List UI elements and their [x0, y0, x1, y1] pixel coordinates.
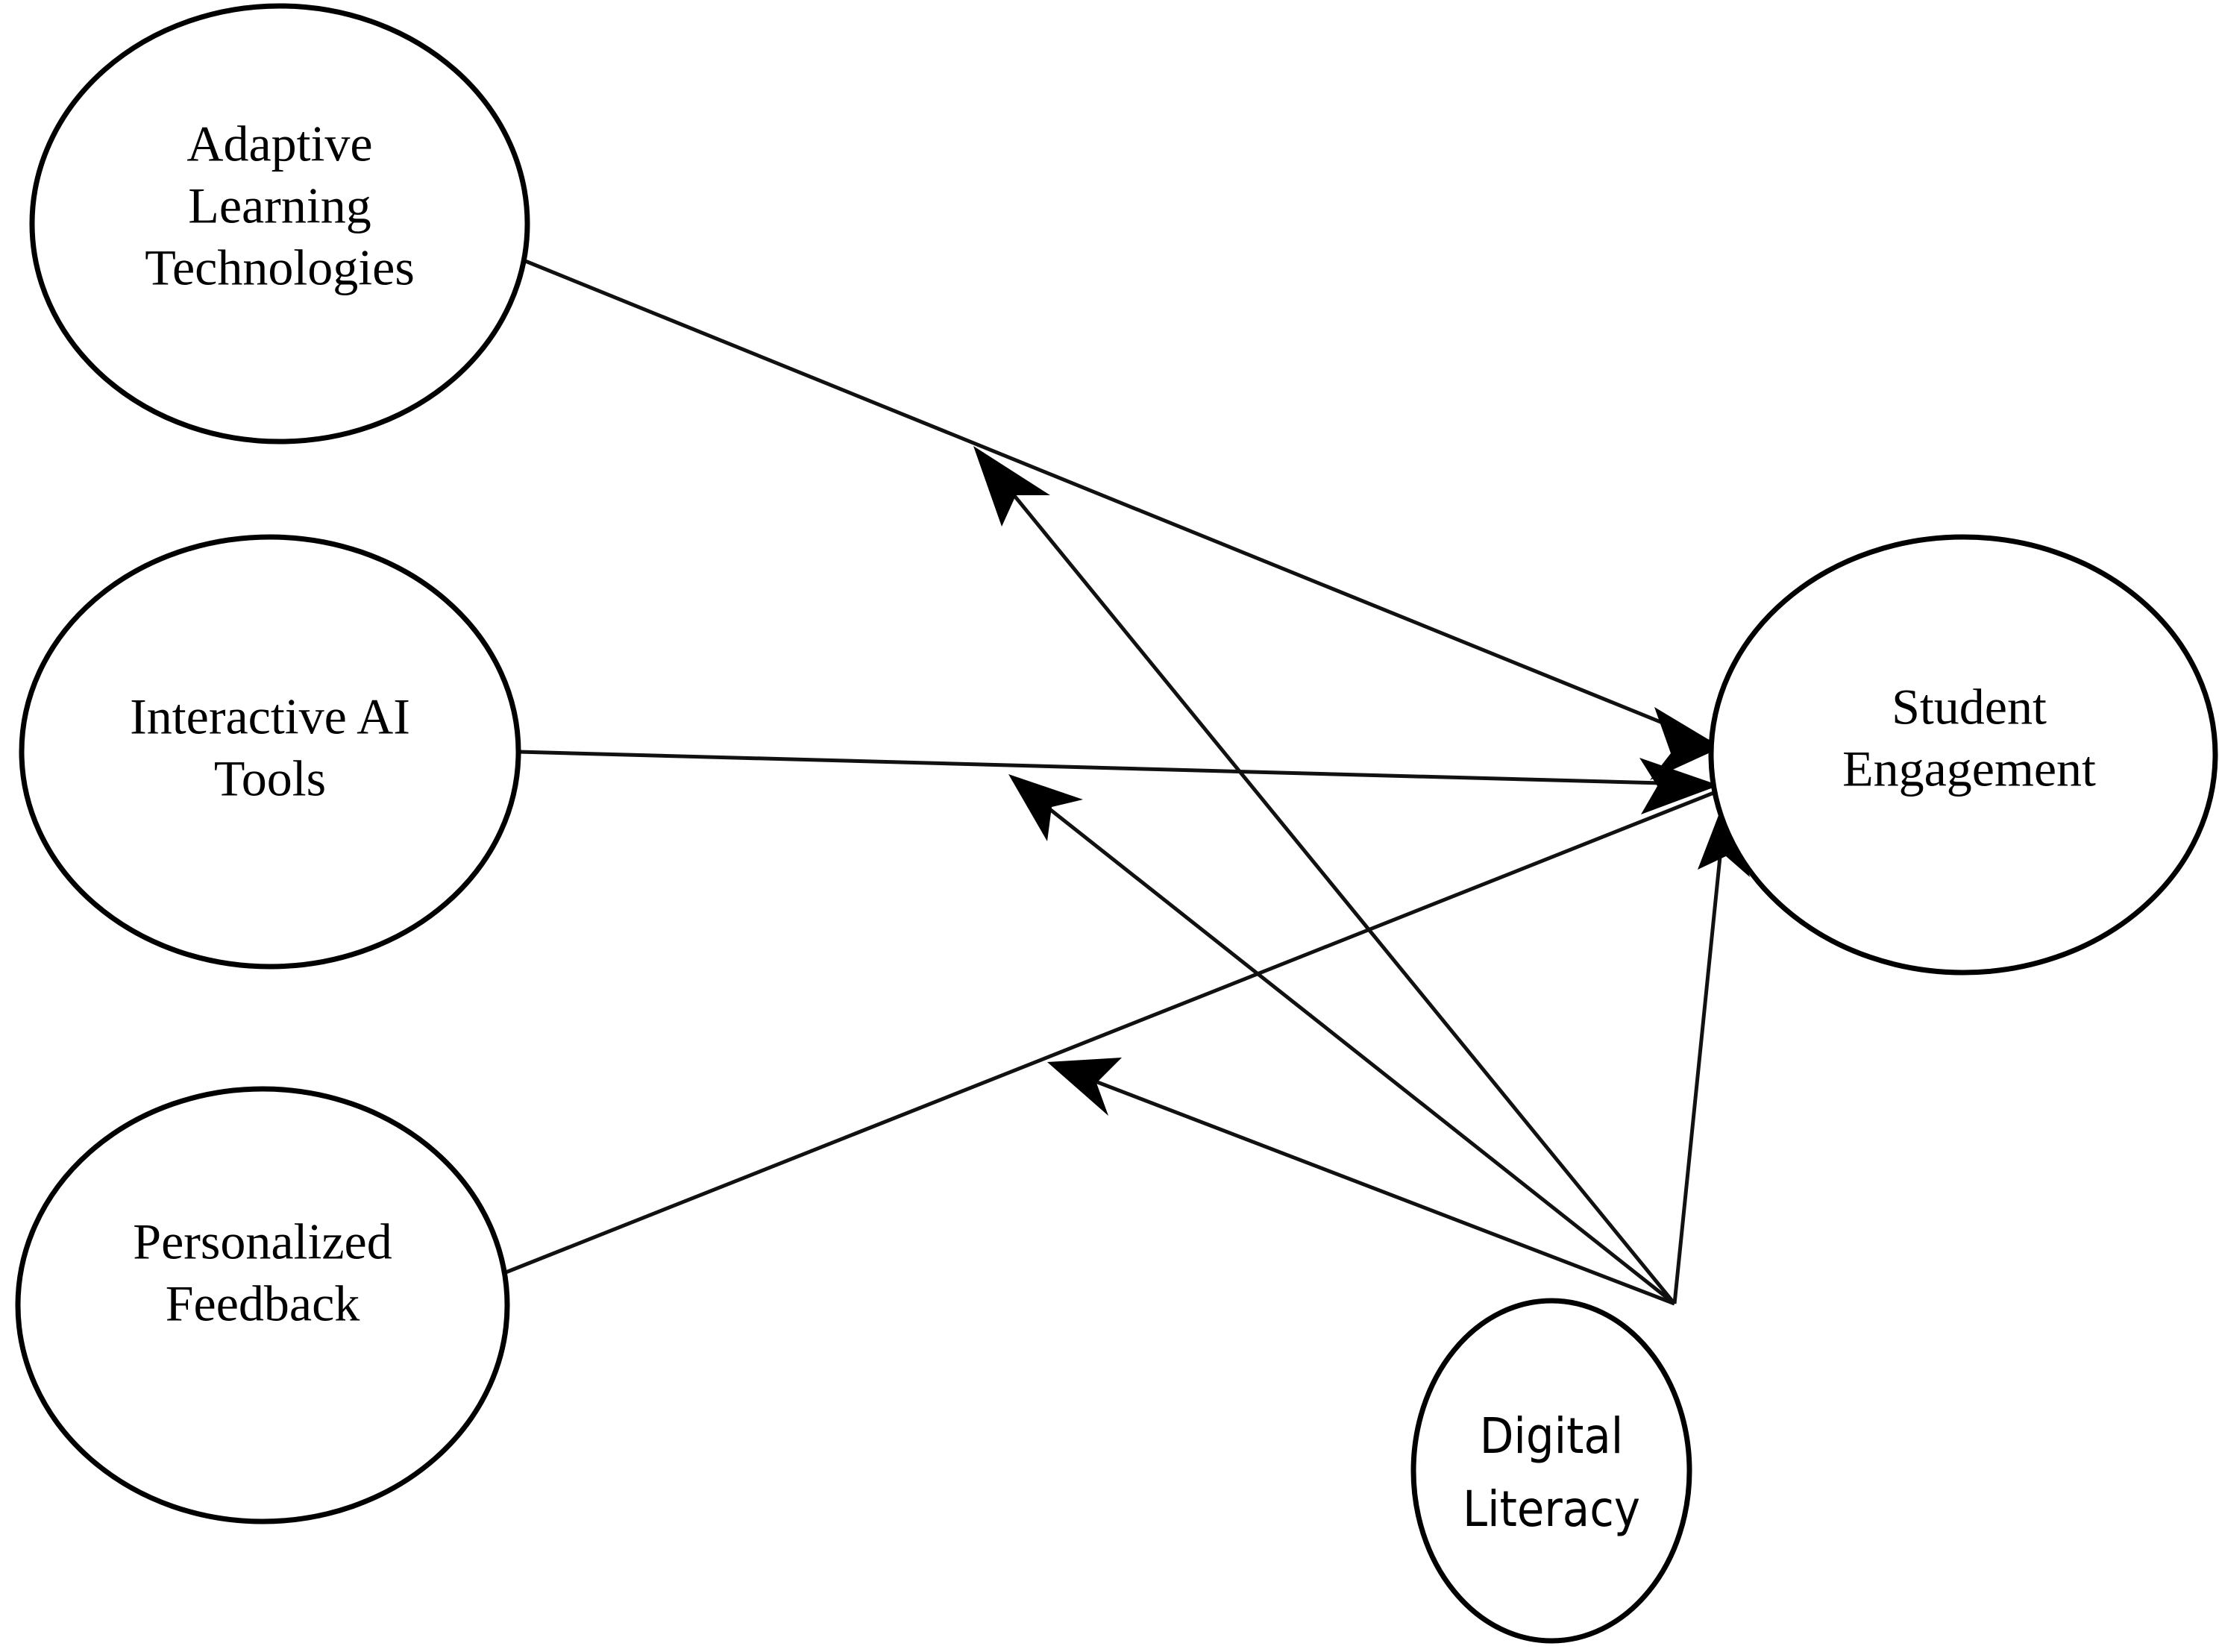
node-label-line-2: Tools	[214, 750, 326, 807]
edge-digital-literacy-to-personalized-feedback[interactable]	[1047, 1058, 1675, 1306]
node-shape	[19, 534, 521, 970]
node-label-line-3: Technologies	[145, 239, 415, 296]
edges-layer	[505, 255, 1750, 1306]
edge-digital-literacy-to-student-engagement[interactable]	[1672, 792, 1750, 1304]
edge-line	[991, 467, 1676, 1305]
edge-line	[1672, 812, 1727, 1304]
edge-digital-literacy-to-interactive-ai-tools[interactable]	[1008, 774, 1676, 1305]
node-personalized-feedback[interactable]: Personalized Feedback	[15, 1086, 510, 1524]
node-label-line-2: Engagement	[1842, 741, 2096, 797]
edge-adaptive-learning-to-student-engagement[interactable]	[515, 255, 1721, 780]
edge-line	[518, 750, 1716, 787]
arrow-head-icon	[973, 446, 1050, 527]
node-shape	[29, 3, 530, 445]
node-digital-literacy[interactable]: Digital Literacy	[1410, 1298, 1692, 1644]
arrow-head-icon	[1650, 707, 1721, 780]
node-label-line-2: Literacy	[1463, 1480, 1640, 1538]
nodes-layer: Adaptive Learning Technologies Interacti…	[15, 3, 2218, 1644]
node-label-line-1: Student	[1892, 679, 2047, 735]
node-student-engagement[interactable]: Student Engagement	[1708, 534, 2218, 976]
arrow-head-icon	[1639, 758, 1719, 814]
node-shape	[1708, 534, 2218, 976]
node-label-line-1: Personalized	[133, 1213, 392, 1270]
edge-line	[1079, 1073, 1675, 1306]
node-interactive-ai-tools[interactable]: Interactive AI Tools	[19, 534, 521, 970]
edge-line	[505, 790, 1716, 1275]
edge-line	[1032, 795, 1676, 1305]
arrow-head-icon	[1008, 774, 1083, 841]
node-adaptive-learning-technologies[interactable]: Adaptive Learning Technologies	[29, 3, 530, 445]
node-shape	[15, 1086, 510, 1524]
node-label-line-2: Feedback	[166, 1275, 360, 1332]
node-label-line-1: Digital	[1480, 1407, 1624, 1465]
edge-digital-literacy-to-adaptive-learning[interactable]	[973, 446, 1676, 1305]
node-label-line-1: Interactive AI	[130, 688, 410, 745]
node-shape	[1410, 1298, 1692, 1644]
arrow-head-icon	[1047, 1058, 1122, 1116]
edge-personalized-feedback-to-student-engagement[interactable]	[505, 790, 1716, 1275]
edge-line	[515, 255, 1720, 748]
edge-interactive-ai-tools-to-student-engagement[interactable]	[518, 750, 1719, 814]
node-label-line-1: Adaptive	[186, 116, 372, 172]
node-label-line-2: Learning	[188, 178, 371, 234]
